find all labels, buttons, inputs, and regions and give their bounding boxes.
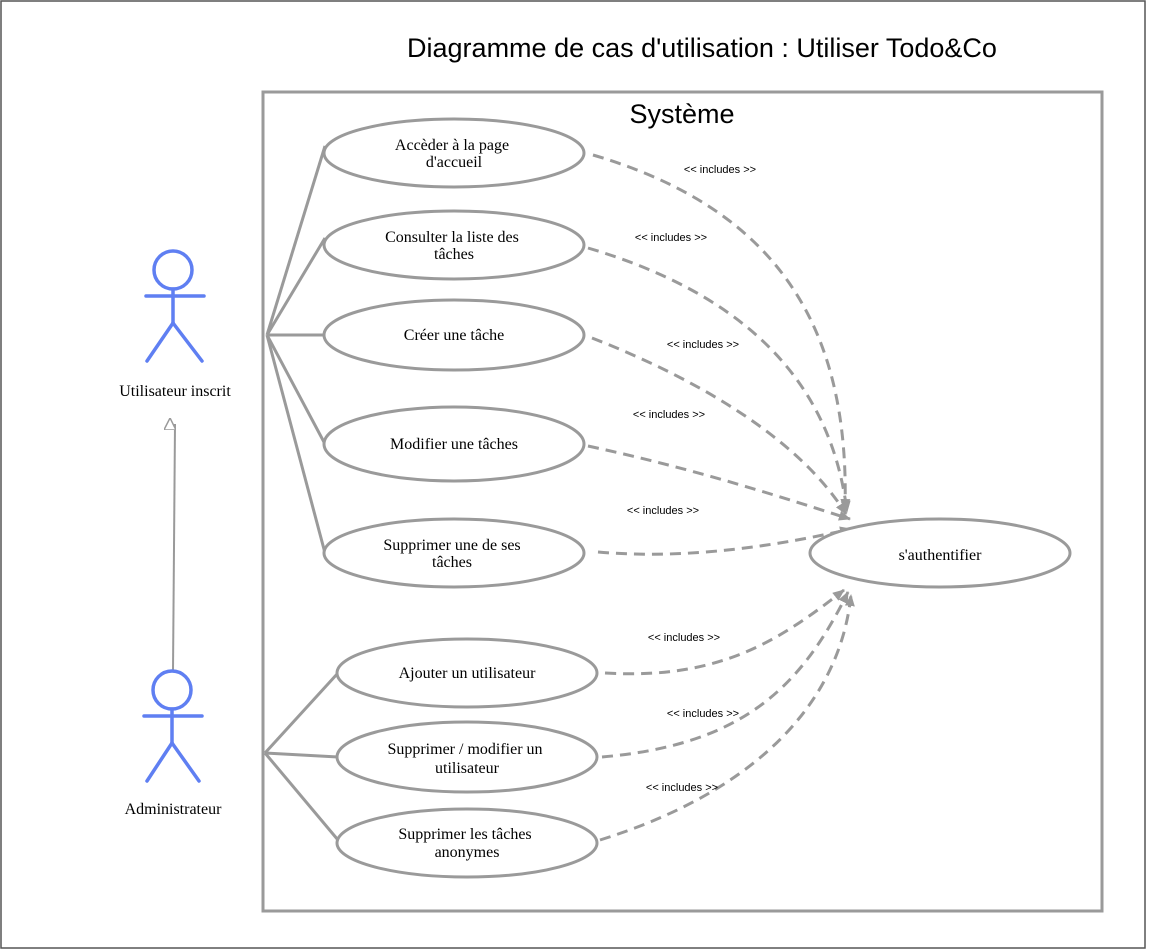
use-case-modifier-taches[interactable] — [322, 405, 586, 483]
use-case-ajouter-utilisateur[interactable] — [335, 637, 599, 709]
include-arrow-uc3 — [591, 336, 848, 515]
diagram-title: Diagramme de cas d'utilisation : Utilise… — [407, 33, 997, 63]
include-label: << includes >> — [648, 632, 720, 644]
include-arrow-uc1 — [592, 153, 851, 511]
association-line — [265, 145, 327, 336]
use-case-label: tâches — [432, 554, 472, 571]
use-case-consulter-liste[interactable] — [322, 209, 586, 281]
use-case-label: anonymes — [435, 844, 500, 861]
include-labels: << includes >> << includes >> << include… — [627, 164, 756, 794]
include-label: << includes >> — [633, 409, 705, 421]
use-case-s-authentifier[interactable] — [808, 517, 1072, 589]
include-arrow-uc7 — [601, 591, 850, 759]
system-boundary — [261, 90, 1104, 913]
use-case-label: Supprimer une de ses — [383, 537, 520, 554]
use-case-label: Modifier une tâches — [390, 436, 518, 453]
association-line — [263, 752, 340, 841]
use-case-shapes — [322, 117, 1072, 879]
include-label: << includes >> — [667, 339, 739, 351]
generalization-line — [173, 424, 175, 672]
use-case-label: Supprimer les tâches — [398, 826, 531, 843]
use-case-creer-tache[interactable] — [322, 298, 586, 372]
include-label: << includes >> — [627, 505, 699, 517]
actor-administrateur[interactable] — [142, 669, 204, 783]
use-case-label: tâches — [434, 246, 474, 263]
association-line — [265, 237, 327, 336]
include-arrow-uc5 — [597, 526, 852, 556]
use-case-label: Supprimer / modifier un — [387, 741, 542, 758]
include-arrow-uc2 — [587, 246, 851, 513]
use-case-acceder-accueil[interactable] — [322, 117, 586, 189]
include-arrow-uc6 — [604, 588, 845, 676]
admin-associations — [263, 671, 340, 841]
use-case-label: s'authentifier — [899, 547, 983, 564]
association-line — [264, 751, 339, 759]
use-case-supprimer-ses-taches[interactable] — [322, 517, 586, 589]
use-case-label: Créer une tâche — [404, 327, 504, 344]
include-label: << includes >> — [635, 232, 707, 244]
include-arrow-uc8 — [599, 594, 855, 842]
use-case-supprimer-modifier-utilisateur[interactable] — [335, 720, 599, 794]
include-label: << includes >> — [684, 164, 756, 176]
use-case-labels: Accèder à la page d'accueil Consulter la… — [383, 137, 982, 861]
user-associations — [265, 145, 327, 554]
use-case-label: Ajouter un utilisateur — [399, 665, 537, 682]
include-label: << includes >> — [667, 708, 739, 720]
association-line — [263, 671, 340, 755]
use-case-label: Accèder à la page — [395, 137, 509, 154]
use-case-label: utilisateur — [435, 760, 500, 777]
actor-head-icon — [151, 669, 193, 711]
use-case-supprimer-taches-anonymes[interactable] — [335, 807, 599, 879]
association-line — [265, 334, 327, 554]
use-case-label: Consulter la liste des — [385, 229, 519, 246]
include-arrow-uc4 — [587, 444, 851, 521]
actor-head-icon — [152, 249, 194, 291]
actor-label-admin: Administrateur — [125, 801, 223, 818]
system-label: Système — [629, 99, 734, 129]
association-line — [265, 334, 327, 445]
include-relations — [587, 153, 855, 842]
include-label: << includes >> — [646, 782, 718, 794]
actor-label-user: Utilisateur inscrit — [119, 383, 231, 400]
actor-utilisateur-inscrit[interactable] — [144, 249, 206, 363]
use-case-label: d'accueil — [426, 154, 483, 171]
